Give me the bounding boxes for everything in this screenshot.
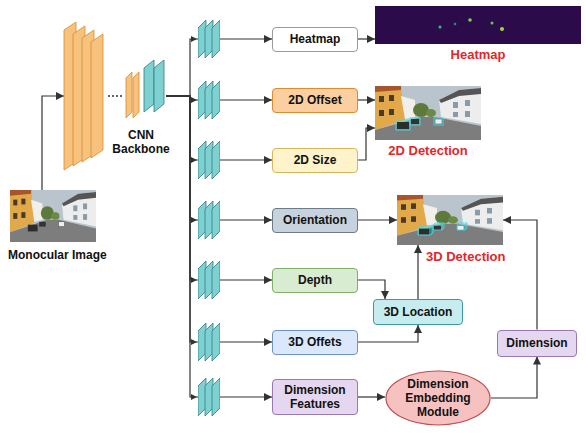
detection-3d-photo	[433, 223, 444, 230]
connector-arrow	[358, 128, 375, 160]
connector-arrow	[166, 96, 272, 220]
heatmap-picture	[500, 27, 504, 31]
node-label: 3D Location	[384, 305, 453, 319]
feature-map-stacks	[198, 81, 220, 119]
detection-3d-photo	[418, 226, 433, 235]
feature-map-stacks	[191, 20, 220, 416]
detection-3d-photo	[397, 195, 503, 245]
output-image: 3D Detection	[397, 195, 503, 245]
backbone-network: CNN Backbone	[64, 20, 166, 172]
connector-arrow	[42, 96, 64, 190]
backbone-blocks	[154, 60, 164, 112]
process-box: 3D Location	[373, 299, 463, 325]
image-caption: Monocular Image	[8, 248, 107, 263]
head-box: 3D Offets	[272, 330, 358, 355]
connector-arrow	[358, 396, 385, 397]
heatmap-picture	[468, 18, 472, 22]
connector-arrow	[358, 99, 375, 100]
detection-3d-photo	[397, 195, 503, 245]
head-box: Heatmap	[272, 27, 358, 52]
node-label: 2D Offset	[288, 93, 341, 107]
connector-arrow	[417, 245, 418, 299]
heatmap-picture	[454, 23, 457, 26]
feature-map-stacks	[191, 277, 197, 283]
backbone-blocks	[120, 95, 122, 97]
feature-map-stacks	[191, 36, 197, 42]
head-box: Dimension Features	[272, 379, 358, 415]
connector-arrow	[503, 220, 537, 330]
feature-map-stacks	[191, 394, 197, 400]
connector-arrow	[358, 38, 375, 39]
node-label: Dimension	[506, 336, 567, 350]
node-label: Orientation	[283, 213, 347, 227]
detection-3d-photo	[457, 223, 467, 230]
node-label: 2D Size	[294, 153, 337, 167]
connector-arrow	[166, 96, 272, 342]
heatmap-picture	[375, 6, 581, 44]
image-caption: Heatmap	[375, 47, 581, 63]
head-box: 2D Offset	[272, 88, 358, 113]
detection-2d-photo	[396, 121, 410, 130]
backbone-blocks	[108, 95, 110, 97]
feature-map-stacks	[191, 97, 197, 103]
node-label: 3D Offets	[288, 335, 341, 349]
heatmap-picture	[439, 26, 442, 29]
backbone-blocks	[126, 72, 132, 118]
feature-map-stacks	[198, 201, 220, 239]
backbone-blocks	[112, 95, 114, 97]
connector-arrow	[358, 280, 385, 299]
head-box: Depth	[272, 268, 358, 293]
process-box: Dimension	[497, 330, 577, 357]
backbone-blocks	[116, 95, 118, 97]
detection-2d-photo	[375, 86, 481, 140]
feature-map-stacks	[191, 339, 197, 345]
backbone-blocks	[91, 34, 103, 158]
detection-2d-photo	[410, 118, 420, 125]
node-label: Dimension Features	[279, 383, 351, 411]
connector-arrow	[358, 325, 418, 342]
node-label: Depth	[298, 273, 332, 287]
backbone-blocks	[133, 72, 139, 118]
feature-map-stacks	[191, 217, 197, 223]
input-image: Monocular Image	[10, 190, 96, 242]
head-box: Orientation	[272, 208, 358, 233]
output-image: 2D Detection	[375, 86, 481, 140]
node-label: Heatmap	[290, 32, 341, 46]
input-photo	[10, 190, 96, 242]
image-caption: 2D Detection	[375, 143, 481, 159]
feature-map-stacks	[198, 20, 220, 58]
node-label: Dimension Embedding Module	[397, 377, 479, 419]
module-ellipse: Dimension Embedding Module	[385, 370, 491, 426]
backbone-blocks	[144, 60, 154, 112]
feature-map-stacks	[198, 261, 220, 299]
connector-arrow	[491, 357, 537, 399]
detection-2d-photo	[434, 118, 443, 125]
output-image: Heatmap	[375, 6, 581, 44]
connector-arrow	[166, 96, 272, 397]
feature-map-stacks	[198, 323, 220, 361]
feature-map-stacks	[198, 378, 220, 416]
heatmap-picture	[375, 6, 581, 44]
feature-map-stacks	[198, 141, 220, 179]
detection-2d-photo	[375, 86, 481, 140]
heatmap-picture	[491, 22, 494, 25]
input-photo	[10, 190, 96, 242]
node-label: CNN Backbone	[108, 128, 174, 156]
ellipse-shape	[386, 371, 490, 425]
feature-map-stacks	[191, 157, 197, 163]
connector-arrow	[166, 96, 272, 280]
image-caption: 3D Detection	[426, 249, 505, 265]
head-box: 2D Size	[272, 148, 358, 173]
connector-arrow	[358, 219, 397, 220]
